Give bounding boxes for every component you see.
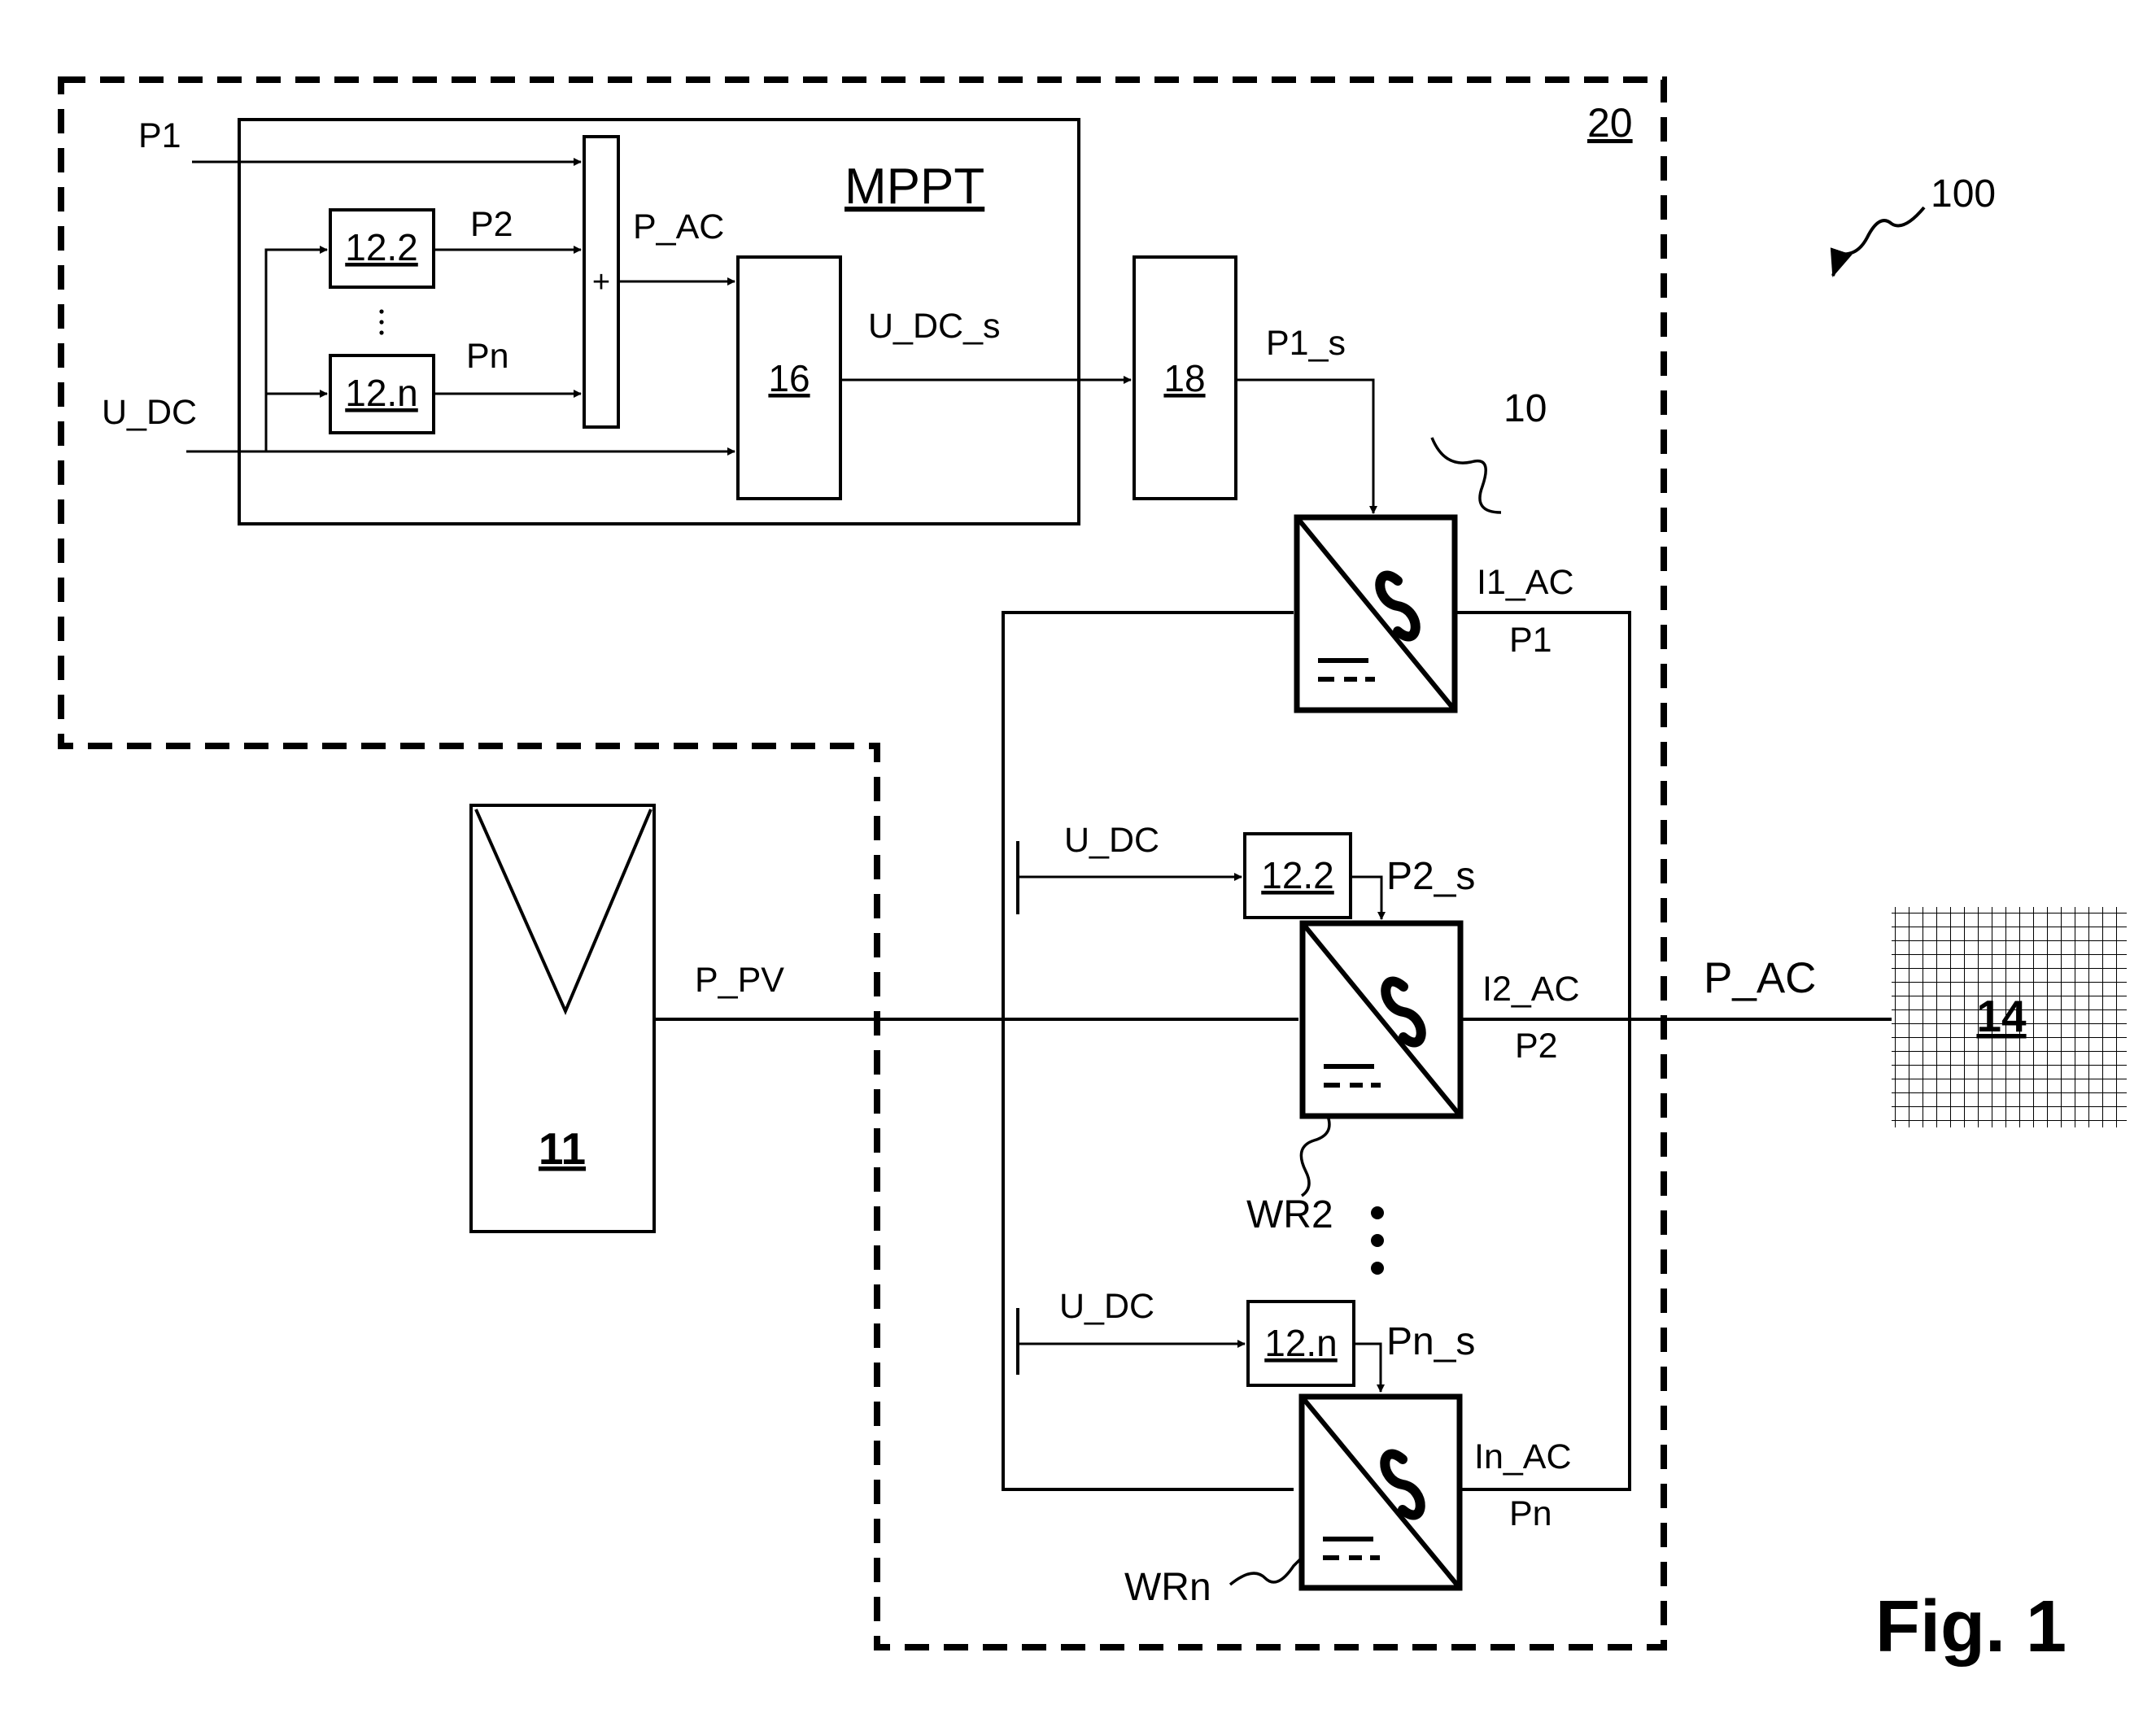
label-i2-ac: I2_AC [1482, 970, 1580, 1009]
label-p-pv: P_PV [695, 961, 784, 1000]
pv-generator-symbol [474, 809, 652, 1016]
label-block-14: 14 [1976, 991, 2027, 1041]
label-plus: + [592, 265, 610, 299]
block-18 [1133, 255, 1237, 500]
label-p1-s: P1_s [1266, 324, 1346, 363]
controller-boundary [58, 76, 1667, 1650]
grid [1892, 907, 2127, 1127]
p2-s-line [1351, 875, 1386, 920]
udc-branch [264, 246, 328, 451]
label-block-11: 11 [539, 1123, 586, 1174]
label-in-ac: In_AC [1474, 1437, 1572, 1476]
label-ref-100: 100 [1931, 172, 1996, 216]
mppt-block [238, 118, 1080, 525]
label-mppt: MPPT [845, 159, 984, 215]
ref-10-squiggle [1430, 437, 1502, 514]
ellipsis-mppt [379, 309, 384, 335]
label-pn: Pn [466, 337, 509, 376]
label-p1: P1 [138, 116, 181, 155]
label-p1-out: P1 [1509, 621, 1552, 660]
label-pn-out: Pn [1509, 1494, 1552, 1533]
label-block-12-n-low: 12.n [1264, 1322, 1338, 1364]
pn-s-line [1354, 1342, 1385, 1393]
inverter-2 [1299, 920, 1464, 1119]
ellipsis-inverters [1371, 1206, 1384, 1275]
label-block-12-n-top: 12.n [345, 372, 418, 414]
label-block-12-2-top: 12.2 [345, 226, 418, 268]
label-p2-s: P2_s [1386, 855, 1475, 898]
label-u-dc-n: U_DC [1059, 1287, 1154, 1326]
p1-s-line [1236, 378, 1377, 514]
block-16 [736, 255, 842, 500]
label-p-ac-sum: P_AC [633, 207, 724, 246]
label-block-18: 18 [1163, 357, 1205, 399]
label-p-ac-out: P_AC [1704, 954, 1816, 1002]
ac-bus-right [1455, 611, 1631, 1491]
inverter-1 [1294, 514, 1458, 713]
label-u-dc: U_DC [102, 393, 197, 432]
ref-100-arrow [1830, 206, 1926, 277]
figure-label: Fig. 1 [1875, 1586, 2067, 1668]
label-u-dc-s: U_DC_s [868, 307, 1001, 346]
label-block-12-2-low: 12.2 [1261, 854, 1334, 896]
label-wr2: WR2 [1246, 1193, 1333, 1236]
label-pn-s: Pn_s [1386, 1320, 1475, 1363]
label-p2-out: P2 [1515, 1027, 1558, 1066]
label-block-16: 16 [768, 357, 810, 399]
label-u-dc-2: U_DC [1064, 821, 1159, 860]
wr2-leader [1299, 1115, 1331, 1197]
label-p2: P2 [470, 205, 513, 244]
dc-bus-left [1002, 611, 1294, 1491]
label-ref-20: 20 [1587, 100, 1633, 146]
label-i1-ac: I1_AC [1477, 563, 1574, 602]
inverter-n [1298, 1393, 1463, 1591]
label-ref-10: 10 [1504, 387, 1547, 430]
label-wrn: WRn [1124, 1566, 1211, 1609]
wrn-leader [1229, 1554, 1305, 1586]
pv-generator [469, 804, 656, 1233]
